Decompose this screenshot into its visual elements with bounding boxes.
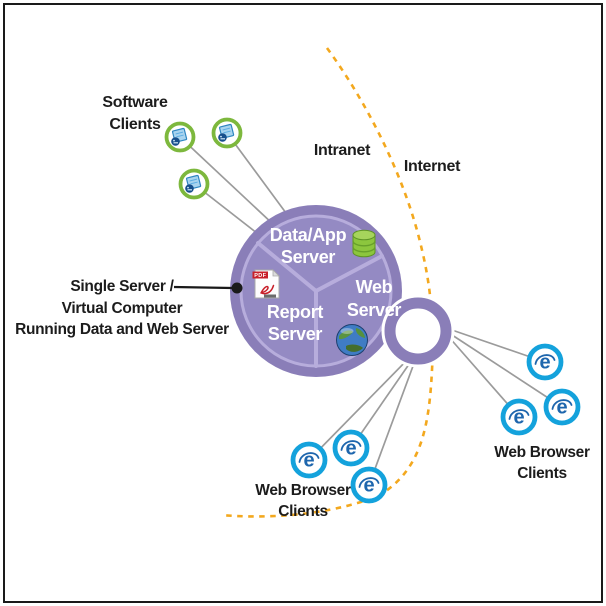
pdf-report-icon: PDF [252,269,280,299]
ie-icon: e [345,438,356,460]
ie-icon: e [363,475,374,497]
globe-icon [336,324,368,356]
pointer-dot [231,282,243,294]
browser-client-node: e [500,398,538,436]
web-server-bump [381,294,455,368]
web-server-label: Web Server [346,277,402,320]
browser-client-node: e [543,388,581,426]
ie-orbit [340,440,362,451]
software-client-node [164,121,196,153]
ie-icon: e [539,352,550,374]
intranet-internet-boundary-curve [220,47,434,518]
connector-browser-bottom-2 [350,356,415,449]
connector-browser-right-2 [448,332,563,408]
database-icon [352,229,376,258]
browser-client-node: e [350,466,388,504]
pdf-banner [252,271,268,279]
browser-client-node: e [332,429,370,467]
software-client-nodes [164,117,243,200]
browser-client-node: e [526,343,564,381]
web-browser-clients-bottom-label: Web Browser Clients [255,482,351,520]
report-server-label: Report Server [266,302,324,344]
software-client-node [178,168,210,200]
ie-icon: e [513,407,524,429]
internet-label: Internet [403,158,461,175]
annotation-pointer [173,282,243,294]
connector-browser-bottom-3 [368,357,417,486]
data-app-server-label: Data/App Server [269,225,347,267]
browser-client-node: e [290,441,328,479]
pdf-page-fold [272,269,280,277]
single-server-annotation: Single Server / Virtual Computer Running… [15,278,229,338]
ie-orbit [358,477,380,488]
ie-orbit [551,399,573,410]
server-segment-dividers [256,241,384,368]
software-clients-label: Software Clients [102,94,168,133]
connector-browser-bottom-1 [308,354,413,461]
intranet-label: Intranet [313,142,371,159]
web-browser-client-nodes-right: e e e [500,343,581,436]
ie-orbit [508,409,530,420]
ie-icon: e [556,397,567,419]
ie-orbit [298,452,320,463]
ie-icon: e [303,450,314,472]
pdf-swirl [260,284,275,295]
software-client-node [211,117,243,149]
pdf-footer-mark [264,294,276,298]
ie-orbit [534,354,556,365]
pdf-banner-label: PDF [254,273,266,279]
web-browser-clients-right-label: Web Browser Clients [494,444,590,482]
web-browser-client-nodes-bottom: e e e [290,429,388,504]
